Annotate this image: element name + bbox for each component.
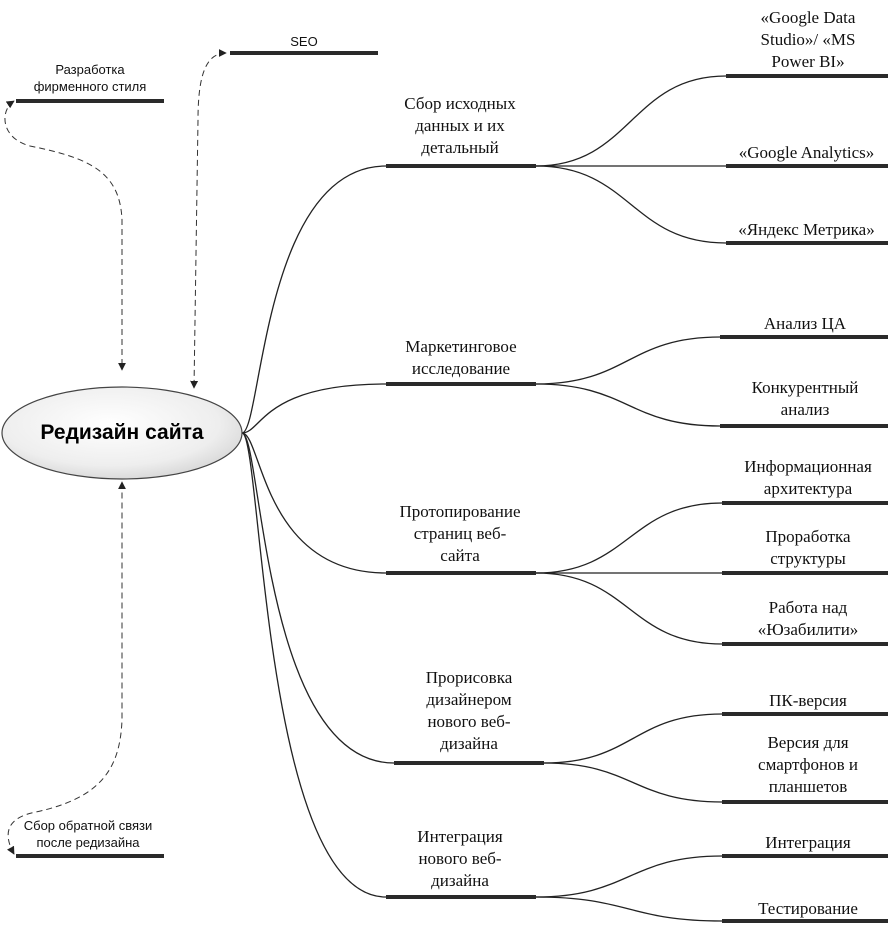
- leaf-mobile-version: Версия для смартфонов и планшетов: [758, 733, 858, 796]
- leaf-audience-analysis: Анализ ЦА: [763, 314, 847, 333]
- connector-branch-2-leaf-2: [535, 383, 721, 427]
- leaf-google-data-studio: «Google Data Studio»/ «MS Power BI»: [760, 8, 856, 71]
- dashed-arrow-seo: [190, 49, 227, 389]
- branch-integration: Интеграция нового веб- дизайна: [417, 827, 503, 890]
- connector-branch-1-leaf-1: [535, 75, 727, 167]
- leaf-integration: Интеграция: [765, 833, 851, 852]
- leaf-pc-version: ПК-версия: [769, 691, 847, 710]
- center-node: [1, 386, 243, 480]
- branch-prototyping: Протопирование страниц веб- сайта: [399, 502, 521, 565]
- branch-data-collection: Сбор исходных данных и их детальный: [404, 94, 516, 157]
- branch-design-drawing: Прорисовка дизайнером нового веб- дизайн…: [425, 668, 513, 753]
- dashed-arrow-feedback: [7, 481, 126, 855]
- connector-branch-3-leaf-1: [535, 502, 723, 574]
- center-node-label: Редизайн сайта: [40, 421, 204, 444]
- leaf-usability: Работа над «Юзабилити»: [757, 598, 859, 639]
- connector-branch-5-leaf-2: [535, 896, 723, 922]
- connector-branch-2-leaf-1: [535, 336, 721, 385]
- side-node-seo: SEO: [290, 34, 318, 49]
- connector-branch-3-leaf-3: [535, 572, 723, 645]
- leaf-google-analytics: «Google Analytics»: [738, 143, 875, 162]
- connector-branch-4-leaf-2: [543, 762, 723, 803]
- dashed-arrow-branding: [4, 100, 126, 371]
- leaf-structure-elaboration: Проработка структуры: [765, 527, 851, 568]
- connector-branch-5-leaf-1: [535, 855, 723, 898]
- connector-root-branch-5: [241, 432, 387, 898]
- leaf-competitor-analysis: Конкурентный анализ: [751, 378, 859, 419]
- leaf-information-architecture: Информационная архитектура: [744, 457, 872, 498]
- connector-branch-4-leaf-1: [543, 713, 723, 764]
- connector-root-branch-3: [241, 432, 387, 574]
- leaf-testing: Тестирование: [758, 899, 858, 918]
- connector-root-branch-2: [241, 383, 387, 434]
- connector-root-branch-4: [241, 432, 395, 764]
- side-node-branding: Разработка фирменного стиля: [33, 62, 147, 94]
- connector-branch-1-leaf-3: [535, 165, 727, 244]
- connector-root-branch-1: [241, 165, 387, 434]
- side-node-feedback: Сбор обратной связи после редизайна: [23, 818, 153, 850]
- leaf-yandex-metrika: «Яндекс Метрика»: [738, 220, 875, 239]
- branch-marketing-research: Маркетинговое исследование: [405, 337, 517, 378]
